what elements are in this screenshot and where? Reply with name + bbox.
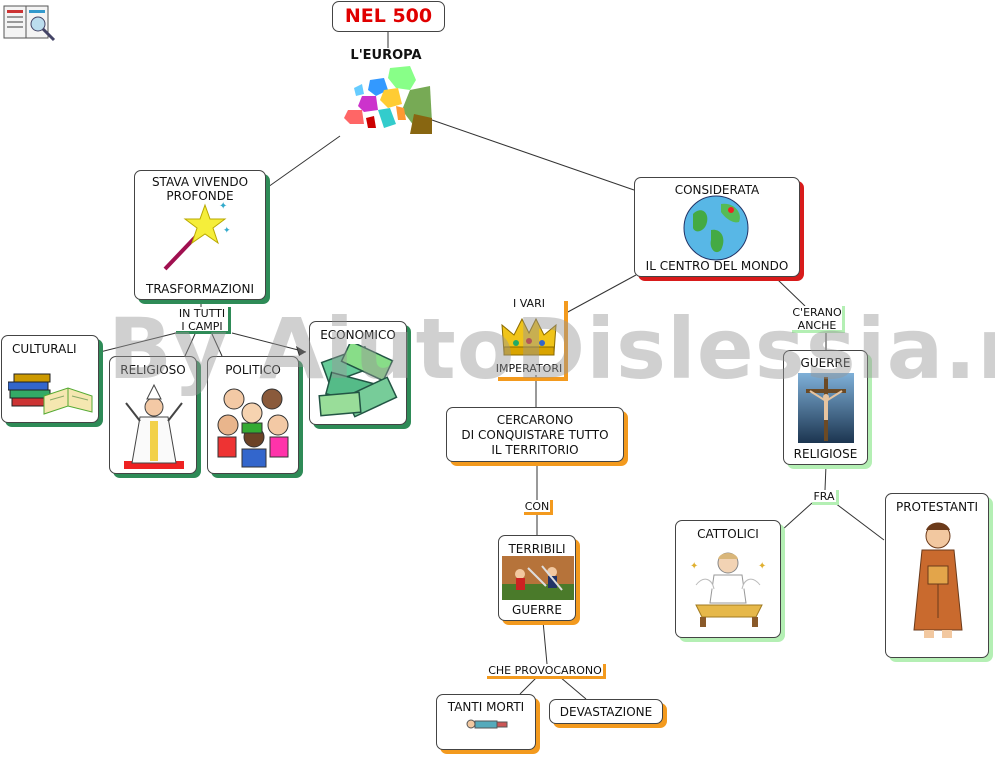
conquest-line-3: IL TERRITORIO (491, 443, 579, 457)
religious-wars-node: GUERRE RELIGIOSE (783, 350, 868, 465)
nativity-icon: ✦ ✦ (686, 545, 772, 629)
link-label-there-were-1: C'ERANO (792, 306, 842, 319)
conquest-line-1: CERCARONO (496, 413, 574, 427)
center-of-world-bottom-text: IL CENTRO DEL MONDO (645, 259, 789, 273)
economico-node: ECONOMICO (309, 321, 407, 425)
terrible-wars-top-text: TERRIBILI (508, 542, 566, 556)
center-of-world-node: CONSIDERATA IL CENTRO DEL MONDO (634, 177, 800, 277)
link-label-there-were: C'ERANO ANCHE (792, 306, 845, 333)
religioso-node: RELIGIOSO (109, 356, 197, 474)
religious-wars-bottom-text: RELIGIOSE (793, 447, 858, 461)
center-of-world-top-text: CONSIDERATA (674, 183, 760, 197)
link-label-all-fields-1: IN TUTTI (178, 307, 226, 320)
terrible-wars-bottom-text: GUERRE (512, 603, 562, 617)
link-label-caused: CHE PROVOCARONO (487, 664, 606, 679)
conquest-node: CERCARONO DI CONQUISTARE TUTTO IL TERRIT… (446, 407, 624, 462)
svg-text:✦: ✦ (690, 561, 698, 572)
svg-text:✦: ✦ (219, 201, 227, 212)
monk-icon (908, 518, 968, 642)
culturali-node: CULTURALI (1, 335, 99, 423)
svg-text:✦: ✦ (758, 561, 766, 572)
protestants-node: PROTESTANTI (885, 493, 989, 658)
transformations-node: STAVA VIVENDO PROFONDE ✦ ✦ TRASFORMAZION… (134, 170, 266, 300)
link-label-there-were-2: ANCHE (797, 319, 837, 332)
lying-person-icon (465, 717, 509, 731)
imperatori-top-text: I VARI (513, 297, 545, 310)
catholics-label: CATTOLICI (697, 527, 759, 541)
terrible-wars-node: TERRIBILI GUERRE (498, 535, 576, 621)
politico-node: POLITICO (207, 356, 299, 474)
imperatori-node: I VARI IMPERATORI (494, 297, 564, 377)
map-title: NEL 500 (332, 1, 445, 32)
economico-label: ECONOMICO (320, 328, 396, 342)
link-label-fra: FRA (812, 490, 839, 505)
book-logo-icon (2, 2, 58, 44)
watermark-text: By AiutoDislessia.net (108, 300, 995, 398)
catholics-node: CATTOLICI ✦ ✦ (675, 520, 781, 638)
people-group-icon (214, 379, 294, 471)
magic-wand-icon: ✦ ✦ (157, 197, 237, 273)
link-label-con: CON (524, 500, 553, 515)
devastation-node: DEVASTAZIONE (549, 699, 663, 724)
culturali-label: CULTURALI (12, 342, 77, 356)
conquest-line-2: DI CONQUISTARE TUTTO (461, 428, 609, 442)
globe-icon (681, 194, 751, 262)
europe-map-icon (340, 66, 432, 134)
many-dead-node: TANTI MORTI (436, 694, 536, 750)
crucifix-icon (798, 373, 854, 443)
imperatori-bottom-text: IMPERATORI (495, 362, 563, 375)
crown-icon (500, 313, 558, 359)
battle-scene-icon (502, 556, 574, 600)
link-label-all-fields: IN TUTTI I CAMPI (176, 307, 231, 334)
politico-label: POLITICO (225, 363, 281, 377)
many-dead-label: TANTI MORTI (447, 700, 525, 714)
money-icon (318, 340, 400, 422)
link-label-all-fields-2: I CAMPI (181, 320, 223, 333)
devastation-label: DEVASTAZIONE (559, 705, 653, 719)
svg-text:✦: ✦ (223, 226, 231, 236)
protestants-label: PROTESTANTI (895, 500, 978, 514)
subject-label: L'EUROPA (350, 48, 422, 63)
books-icon (7, 360, 94, 418)
transformations-bottom-text: TRASFORMAZIONI (146, 282, 254, 296)
religioso-label: RELIGIOSO (120, 363, 186, 377)
transformations-top-text: STAVA VIVENDO PROFONDE (151, 175, 249, 203)
religious-wars-top-text: GUERRE (800, 356, 851, 370)
pope-icon (120, 381, 188, 471)
